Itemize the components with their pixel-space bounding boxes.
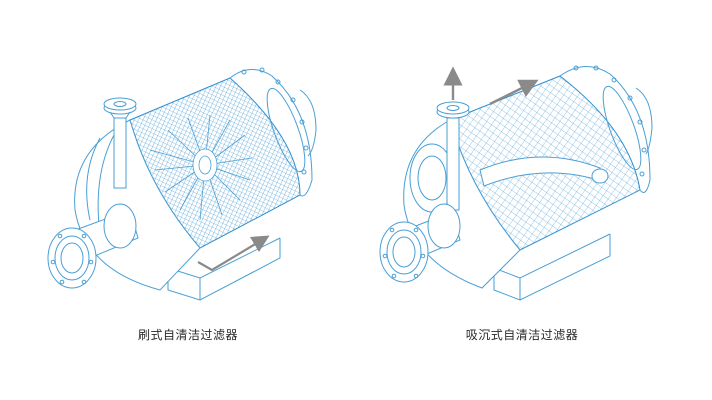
rear-flange — [229, 67, 317, 197]
suction-filter-caption: 吸沉式自清洁过滤器 — [465, 328, 579, 342]
suction-scanner-arm — [479, 156, 609, 187]
axial-motion-arrow — [489, 79, 539, 106]
base-skid — [493, 233, 611, 301]
rear-flange — [559, 65, 653, 193]
top-outlet-pipe — [436, 101, 470, 211]
side-inlet-pipe — [47, 203, 139, 289]
top-outlet-pipe — [103, 97, 137, 189]
rotation-arrow — [197, 235, 270, 272]
brush-bristles — [149, 114, 253, 221]
suction-filter-illustration — [379, 65, 653, 301]
brush-filter-illustration — [47, 67, 317, 301]
brush-filter-caption: 刷式自清洁过滤器 — [137, 328, 238, 342]
side-inlet-pipe — [379, 203, 461, 283]
